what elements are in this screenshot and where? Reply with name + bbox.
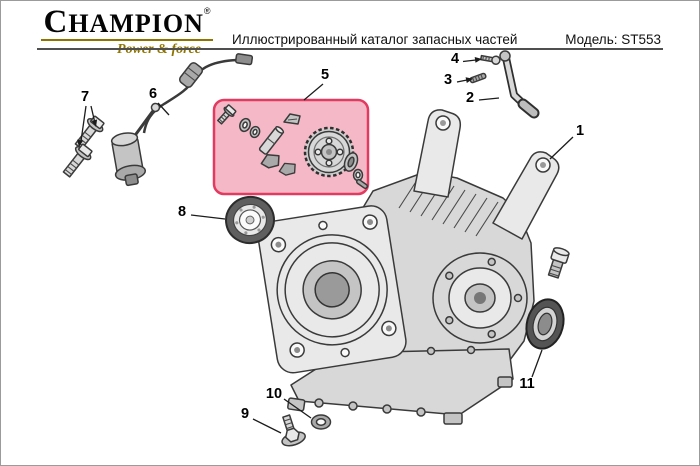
engine-block-drawing bbox=[257, 109, 560, 425]
dipstick-handle-drawing bbox=[499, 50, 540, 119]
oil-sensor-drawing bbox=[110, 53, 254, 187]
callout-1: 1 bbox=[575, 123, 585, 139]
model-label: Модель: ST553 bbox=[565, 32, 661, 47]
registered-mark: ® bbox=[203, 6, 211, 16]
callout-3: 3 bbox=[443, 72, 453, 88]
drain-bolt-drawing bbox=[281, 414, 306, 447]
cylinder-face bbox=[257, 205, 407, 374]
callout-2: 2 bbox=[465, 90, 475, 106]
plug-bolt-drawing bbox=[547, 247, 570, 279]
callout-10: 10 bbox=[265, 386, 283, 402]
page-title: Иллюстрированный каталог запасных частей bbox=[232, 32, 518, 47]
screw-drawing bbox=[480, 54, 501, 65]
callout-11: 11 bbox=[519, 376, 535, 392]
oil-seal-drawing bbox=[525, 298, 565, 350]
callout-4: 4 bbox=[450, 51, 460, 67]
callout-8: 8 bbox=[177, 204, 187, 220]
callout-5: 5 bbox=[320, 67, 330, 83]
right-mount-arm bbox=[492, 151, 560, 240]
callout-6: 6 bbox=[148, 86, 158, 102]
leader-lines bbox=[77, 57, 574, 434]
crankshaft-boss bbox=[432, 252, 528, 344]
camshaft-assembly-drawing bbox=[217, 104, 369, 190]
callout-9: 9 bbox=[240, 406, 250, 422]
callout-7: 7 bbox=[80, 89, 90, 105]
washer-drawing bbox=[310, 414, 332, 430]
pin-drawing bbox=[469, 72, 487, 84]
brand-name: CHAMPION bbox=[43, 4, 204, 40]
left-mount-arm bbox=[413, 109, 462, 198]
bearing-drawing bbox=[225, 195, 275, 245]
brand-line: CHAMPION® bbox=[41, 6, 213, 39]
header-divider bbox=[37, 48, 663, 50]
